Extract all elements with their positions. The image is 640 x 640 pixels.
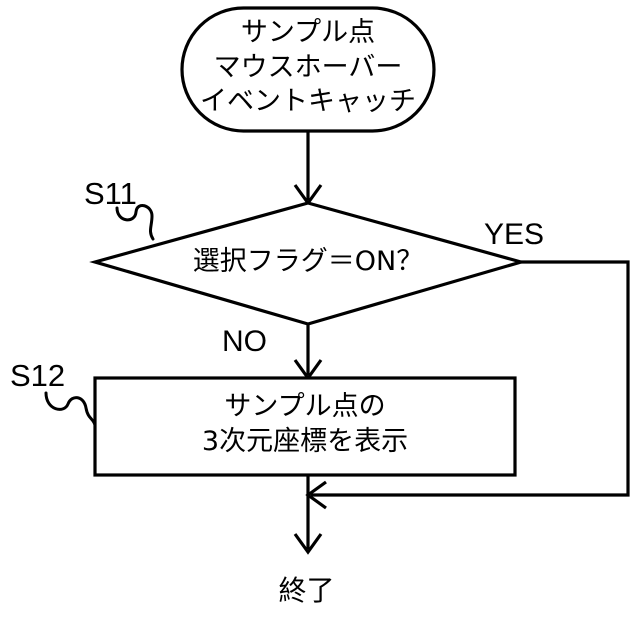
connector-yes-branch: [311, 260, 630, 497]
decision-diamond-shape: [89, 201, 527, 326]
arrowhead-yes-merge: [305, 480, 327, 510]
leader-line-s11: [115, 204, 155, 241]
arrowhead-into-end: [293, 533, 323, 555]
leader-line-s12: [44, 391, 97, 427]
step-label-s11: S11: [84, 176, 137, 211]
edge-label-yes: YES: [484, 218, 545, 251]
start-terminator-shape: [180, 6, 436, 133]
step-label-s12: S12: [10, 358, 66, 393]
edge-label-no: NO: [222, 325, 267, 358]
process-box-shape: [93, 376, 517, 477]
